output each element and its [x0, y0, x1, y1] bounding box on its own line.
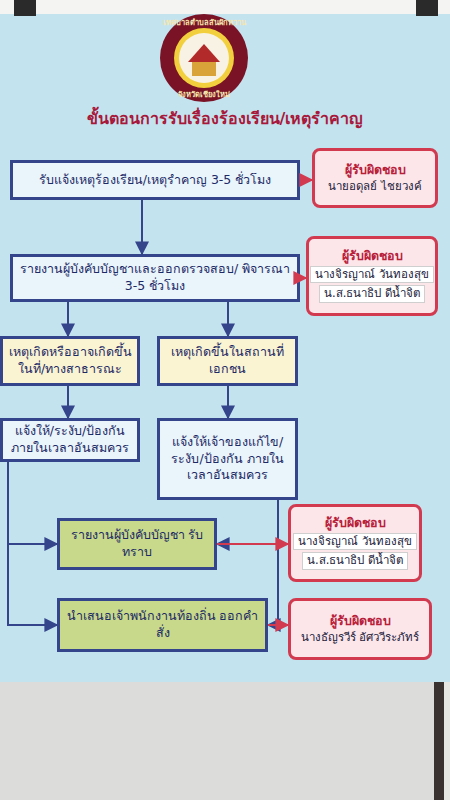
binder-clip	[14, 0, 36, 16]
responsibility-arrow	[300, 179, 312, 181]
step-text: นำเสนอเจ้าพนักงานท้องถิ่น ออกคำสั่ง	[60, 608, 265, 642]
step-text: เหตุเกิดหรืออาจเกิดขึ้น ในที่/ทางสาธารณะ	[3, 344, 137, 378]
flow-arrow	[217, 500, 278, 544]
flow-arrow	[8, 462, 57, 625]
responsible-name: นางธัญรวีร์ อัศววีระภัทร์	[297, 630, 424, 646]
diagram-title: ขั้นตอนการรับเรื่องร้องเรียน/เหตุรำคาญ	[0, 106, 450, 131]
responsibility-arrow	[217, 543, 288, 545]
step-text: แจ้งให้/ระงับ/ป้องกัน ภายในเวลาอันสมควร	[3, 423, 137, 457]
responsible-heading: ผู้รับผิดชอบ	[321, 515, 390, 532]
condition-box: เหตุเกิดขึ้นในสถานที่ เอกชน	[157, 336, 298, 386]
responsible-name: นางจิรญาณ์ วันทองสุข	[310, 266, 434, 284]
logo-roof	[188, 44, 220, 62]
poster-board	[0, 14, 450, 682]
responsible-box: ผู้รับผิดชอบนางธัญรวีร์ อัศววีระภัทร์	[288, 598, 432, 660]
flow-arrow	[227, 302, 229, 336]
step-text: รายงานผู้บังคับบัญชา รับทราบ	[60, 527, 214, 561]
responsible-box: ผู้รับผิดชอบนางจิรญาณ์ วันทองสุขน.ส.ธนาธ…	[288, 504, 422, 582]
responsibility-arrow	[300, 277, 306, 279]
responsible-heading: ผู้รับผิดชอบ	[341, 162, 410, 179]
flow-arrow	[67, 302, 69, 336]
stand-leg	[434, 682, 444, 800]
responsible-box: ผู้รับผิดชอบนางจิรญาณ์ วันทองสุขน.ส.ธนาธ…	[306, 236, 438, 316]
responsible-name: นางจิรญาณ์ วันทองสุข	[293, 533, 417, 551]
flow-arrow	[8, 462, 57, 544]
responsibility-arrow	[268, 624, 288, 626]
logo-ring	[160, 14, 248, 102]
responsible-name: นายอดุลย์ ไชยวงค์	[324, 179, 426, 195]
step-text: รายงานผู้บังคับบัญชาและออกตรวจสอบ/ พิจาร…	[13, 261, 297, 295]
action-box: รายงานผู้บังคับบัญชา รับทราบ	[57, 518, 217, 570]
floor	[0, 682, 434, 800]
binder-clip	[416, 0, 438, 16]
municipal-logo	[160, 14, 248, 102]
logo-text: จังหวัดเชียงใหม่	[164, 88, 244, 100]
logo-house	[192, 62, 216, 76]
logo-center	[179, 33, 229, 83]
step-text: แจ้งให้เจ้าของแก้ไข/ ระงับ/ป้องกัน ภายใน…	[160, 434, 295, 485]
responsible-name: น.ส.ธนาธิป ดีน้ำจิต	[302, 552, 408, 570]
responsible-box: ผู้รับผิดชอบนายอดุลย์ ไชยวงค์	[312, 148, 438, 208]
top-strip	[0, 0, 450, 16]
logo-text: เทศบาลตำบลสันผักหวาน	[154, 16, 254, 28]
flow-arrow	[67, 386, 69, 418]
flow-arrow	[141, 200, 143, 254]
process-box: รับแจ้งเหตุร้องเรียน/เหตุรำคาญ 3-5 ชั่วโ…	[10, 160, 300, 200]
condition-box: เหตุเกิดหรืออาจเกิดขึ้น ในที่/ทางสาธารณะ	[0, 336, 140, 386]
step-text: รับแจ้งเหตุร้องเรียน/เหตุรำคาญ 3-5 ชั่วโ…	[35, 172, 276, 189]
action-box: นำเสนอเจ้าพนักงานท้องถิ่น ออกคำสั่ง	[57, 598, 268, 652]
flow-arrow	[227, 386, 229, 418]
process-box: รายงานผู้บังคับบัญชาและออกตรวจสอบ/ พิจาร…	[10, 254, 300, 302]
step-text: เหตุเกิดขึ้นในสถานที่ เอกชน	[160, 344, 295, 378]
process-box: แจ้งให้/ระงับ/ป้องกัน ภายในเวลาอันสมควร	[0, 418, 140, 462]
responsible-name: น.ส.ธนาธิป ดีน้ำจิต	[319, 285, 425, 303]
flow-arrow	[268, 500, 278, 625]
responsible-heading: ผู้รับผิดชอบ	[326, 613, 395, 630]
logo-inner-ring	[174, 28, 234, 88]
process-box: แจ้งให้เจ้าของแก้ไข/ ระงับ/ป้องกัน ภายใน…	[157, 418, 298, 500]
responsible-heading: ผู้รับผิดชอบ	[338, 248, 407, 265]
